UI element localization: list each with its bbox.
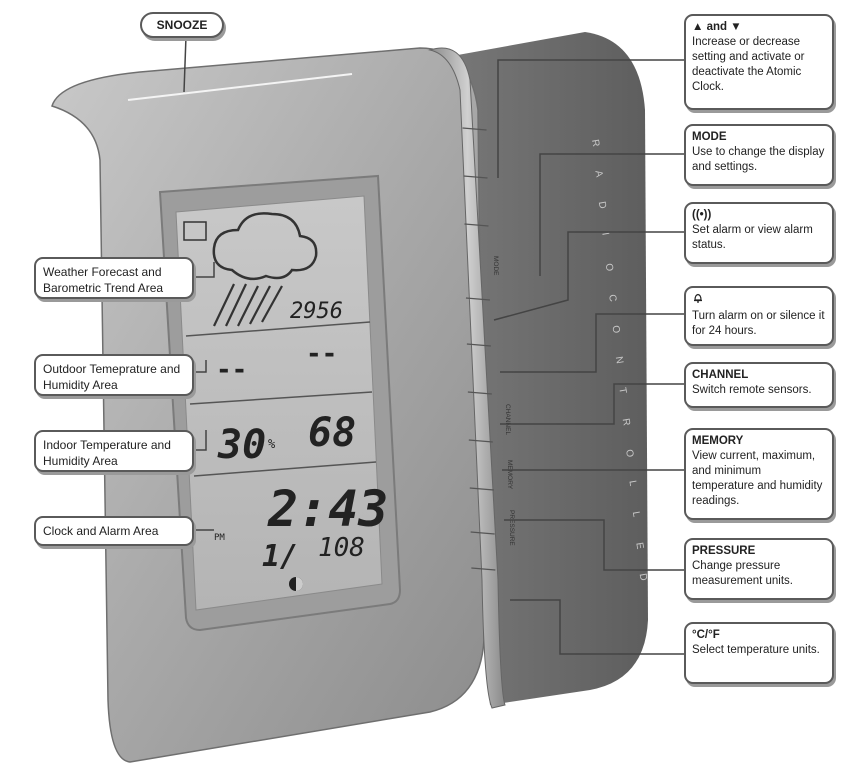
spine-button-divider: [467, 391, 492, 395]
spine-button-divider: [469, 487, 494, 491]
up-down-title: ▲ and ▼: [692, 21, 742, 33]
alarm-onoff-text: Turn alarm on or silence it for 24 hours…: [692, 310, 825, 337]
lcd-outdoor-humidity: --: [306, 339, 337, 369]
clock-alarm-callout: Clock and Alarm Area: [34, 516, 194, 546]
temp-unit-title: °C/°F: [692, 629, 720, 641]
side-letter: O: [623, 449, 635, 459]
weather-forecast-text: Weather Forecast and Barometric Trend Ar…: [43, 265, 164, 295]
spine-button-divider: [468, 439, 493, 443]
mode-callout: MODE Use to change the display and setti…: [684, 124, 834, 186]
side-letter: O: [609, 325, 621, 335]
bell-icon: [692, 292, 826, 309]
leader-line: [493, 231, 684, 321]
leader-line: [497, 59, 684, 178]
pressure-callout: PRESSURE Change pressure measurement uni…: [684, 538, 834, 600]
side-letter: E: [633, 542, 645, 551]
spine-button-divider: [463, 175, 488, 179]
side-letter: O: [603, 263, 615, 273]
spine-button-divider: [471, 567, 496, 571]
lcd-pm-label: PM: [214, 533, 225, 543]
leader-line: [510, 599, 684, 655]
side-letter: L: [630, 511, 642, 519]
spine-label-memory: MEMORY: [506, 460, 513, 490]
device-spine: [428, 47, 506, 709]
alarm-set-text: Set alarm or view alarm status.: [692, 224, 813, 251]
indoor-area-callout: Indoor Temperature and Humidity Area: [34, 430, 194, 472]
leader-line: [500, 383, 684, 425]
side-letter: N: [613, 356, 625, 365]
alarm-set-title: ((•)): [692, 209, 712, 221]
lcd-pressure: 2956: [290, 299, 343, 324]
up-down-callout: ▲ and ▼ Increase or decrease setting and…: [684, 14, 834, 110]
side-letter: I: [599, 232, 610, 237]
snooze-label: SNOOZE: [156, 18, 208, 32]
snooze-callout: SNOOZE: [140, 12, 224, 38]
lcd-divider-1: [185, 321, 371, 337]
weather-forecast-callout: Weather Forecast and Barometric Trend Ar…: [34, 257, 194, 299]
channel-text: Switch remote sensors.: [692, 384, 812, 396]
lcd-date-month: 1/: [262, 539, 298, 574]
moon-phase-icon: [289, 577, 303, 591]
side-letter: D: [637, 573, 649, 582]
leader-line: [194, 430, 207, 451]
side-letter: R: [620, 418, 632, 427]
radio-controlled-text: R A D I O C O N T R O L L E D: [589, 139, 649, 582]
side-letter: T: [616, 387, 628, 395]
trend-icon: [183, 221, 207, 241]
snooze-leader: [183, 35, 187, 93]
spine-label-pressure: PRESSURE: [508, 510, 515, 546]
lcd-divider-2: [189, 391, 373, 405]
lcd-date-day: 108: [318, 533, 365, 563]
up-down-text: Increase or decrease setting and activat…: [692, 36, 805, 93]
side-letter: L: [626, 480, 638, 488]
spine-button-divider: [466, 343, 491, 347]
memory-text: View current, maximum, and minimum tempe…: [692, 450, 823, 507]
spine-button-divider: [470, 531, 495, 535]
leader-line: [539, 153, 684, 276]
leader-line: [194, 360, 207, 373]
alarm-onoff-callout: Turn alarm on or silence it for 24 hours…: [684, 286, 834, 346]
side-letter: C: [606, 294, 618, 303]
spine-button-divider: [462, 127, 487, 131]
memory-callout: MEMORY View current, maximum, and minimu…: [684, 428, 834, 520]
alarm-set-callout: ((•)) Set alarm or view alarm status.: [684, 202, 834, 264]
channel-title: CHANNEL: [692, 369, 749, 381]
memory-title: MEMORY: [692, 435, 744, 447]
side-letter: A: [592, 170, 604, 179]
spine-label-mode: MODE: [492, 256, 499, 276]
temp-unit-text: Select temperature units.: [692, 644, 820, 656]
rain-icon: [213, 283, 283, 327]
temp-unit-callout: °C/°F Select temperature units.: [684, 622, 834, 684]
spine-button-labels: MODE CHANNEL MEMORY PRESSURE: [492, 256, 515, 546]
pressure-title: PRESSURE: [692, 545, 756, 557]
channel-callout: CHANNEL Switch remote sensors.: [684, 362, 834, 408]
spine-button-divider: [465, 297, 491, 301]
leader-line: [500, 313, 684, 373]
top-highlight: [127, 73, 353, 101]
leader-line: [504, 519, 684, 571]
clock-alarm-text: Clock and Alarm Area: [43, 524, 159, 538]
side-letter: D: [596, 201, 608, 210]
pressure-text: Change pressure measurement units.: [692, 560, 793, 587]
side-letter: R: [589, 139, 601, 148]
leader-line: [194, 262, 215, 278]
lcd-divider-3: [193, 461, 377, 477]
mode-text: Use to change the display and settings.: [692, 146, 825, 173]
spine-button-divider: [464, 223, 489, 227]
lcd-indoor-humidity: 68: [308, 410, 356, 456]
lcd-indoor-temp: 30: [217, 422, 266, 468]
cloud-icon: [212, 212, 318, 281]
indoor-area-text: Indoor Temperature and Humidity Area: [43, 438, 171, 468]
mode-title: MODE: [692, 131, 727, 143]
callout-leaders: [194, 59, 684, 655]
spine-buttons: [462, 127, 496, 571]
lcd-time: 2:43: [267, 480, 388, 538]
lcd-humidity-unit: %: [268, 437, 276, 451]
spine-label-channel: CHANNEL: [504, 404, 511, 435]
outdoor-area-text: Outdoor Temeprature and Humidity Area: [43, 362, 181, 392]
outdoor-area-callout: Outdoor Temeprature and Humidity Area: [34, 354, 194, 396]
lcd-outdoor-temp: --: [216, 355, 247, 385]
